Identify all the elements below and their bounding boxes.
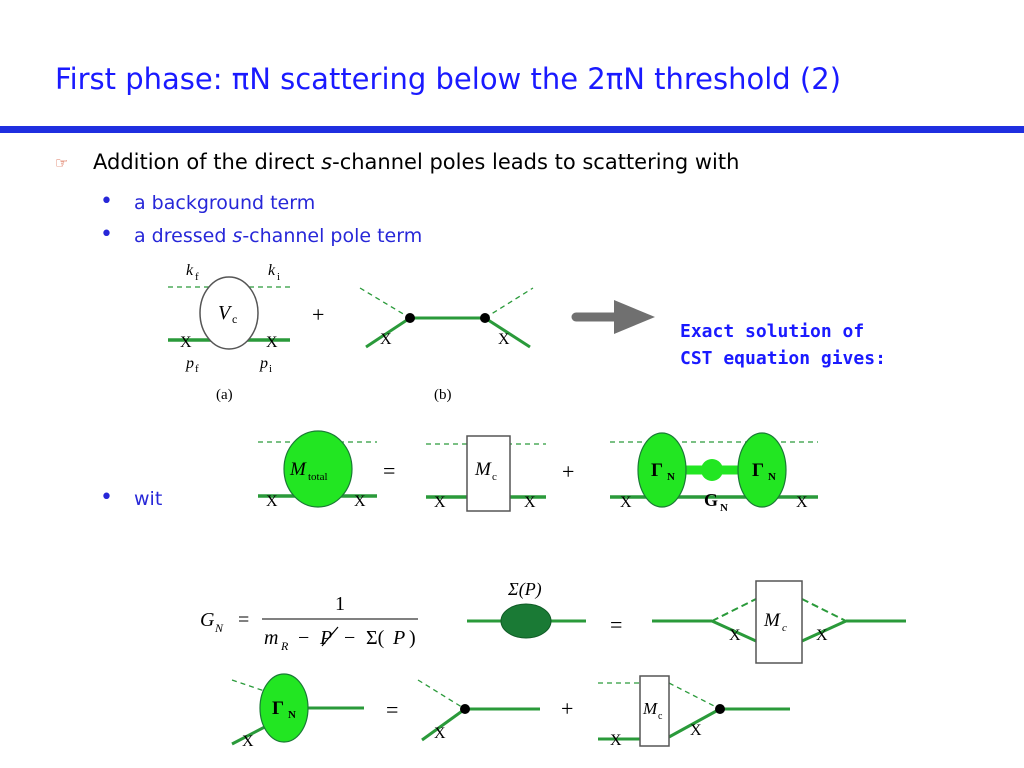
svg-text:c: c (782, 622, 787, 634)
svg-text:+: + (561, 696, 573, 721)
svg-text:−: − (344, 627, 355, 649)
bullet-dot: • (100, 485, 113, 510)
bullet-dot: • (100, 222, 113, 247)
svg-text:(a): (a) (216, 387, 233, 403)
svg-text:X: X (796, 494, 808, 511)
svg-text:Σ(: Σ( (366, 627, 385, 649)
slide-title: First phase: πN scattering below the 2πN… (55, 62, 842, 96)
gamma-vertex-diagram: Γ N X (231, 673, 364, 750)
svg-text:f: f (195, 271, 199, 283)
svg-text:R: R (280, 639, 289, 653)
svg-text:M: M (642, 699, 658, 718)
svg-text:Γ: Γ (651, 460, 663, 481)
svg-text:i: i (277, 271, 280, 283)
svg-text:X: X (180, 334, 192, 351)
svg-text:X: X (816, 627, 828, 644)
diagram-b: X X (b) (359, 287, 534, 403)
svg-text:m: m (264, 627, 278, 649)
svg-text:(b): (b) (434, 387, 452, 403)
svg-text:=: = (386, 697, 398, 722)
svg-text:X: X (380, 331, 392, 348)
bare-vertex-diagram: X (417, 679, 540, 742)
main-bullet-text: Addition of the direct s-channel poles l… (93, 150, 740, 174)
svg-text:1: 1 (335, 593, 345, 615)
svg-text:G: G (200, 609, 215, 631)
svg-text:Γ: Γ (272, 698, 284, 719)
diagram-a: V c k f k i X X p f p i (a) (168, 262, 290, 403)
vc-blob (199, 276, 259, 350)
svg-text:f: f (195, 363, 199, 375)
self-energy-mc-diagram: M c X X (652, 580, 906, 664)
svg-text:+: + (562, 459, 574, 484)
svg-text:N: N (288, 709, 296, 721)
svg-text:X: X (242, 733, 254, 750)
svg-text:X: X (434, 725, 446, 742)
plus-sign: + (312, 302, 324, 327)
svg-text:c: c (492, 471, 497, 483)
svg-text:p: p (185, 355, 194, 372)
svg-text:P: P (319, 627, 332, 649)
svg-text:p: p (259, 355, 268, 372)
svg-text:X: X (434, 494, 446, 511)
gamma-g-gamma-diagram: Γ N Γ N G N X X (610, 432, 818, 514)
svg-text:M: M (763, 610, 781, 631)
title-divider (0, 126, 1024, 133)
svg-text:N: N (768, 471, 776, 483)
svg-text:k: k (186, 262, 194, 279)
svg-text:P: P (392, 627, 405, 649)
svg-text:X: X (524, 494, 536, 511)
svg-text:X: X (620, 494, 632, 511)
svg-text:c: c (232, 312, 237, 326)
svg-text:X: X (729, 627, 741, 644)
svg-text:i: i (269, 363, 272, 375)
svg-text:X: X (266, 334, 278, 351)
svg-text:=: = (238, 609, 249, 631)
svg-text:Γ: Γ (752, 460, 764, 481)
svg-text:N: N (667, 471, 675, 483)
svg-text:): ) (409, 627, 416, 649)
bullet-dot: • (100, 189, 113, 214)
gn-formula: G N = 1 m R − P − Σ( P ) (200, 593, 418, 653)
svg-text:G: G (704, 490, 718, 510)
hand-pointer-icon: ☞ (55, 154, 69, 172)
svg-text:X: X (354, 493, 366, 510)
svg-text:N: N (720, 502, 728, 514)
mtotal-diagram: M total X X (258, 430, 377, 510)
svg-text:Σ(P): Σ(P) (507, 579, 542, 600)
svg-text:total: total (308, 471, 328, 483)
svg-text:V: V (218, 302, 233, 324)
svg-text:X: X (266, 493, 278, 510)
svg-text:X: X (610, 732, 622, 749)
svg-text:X: X (498, 331, 510, 348)
mc-vertex-diagram: M c X X (598, 675, 790, 749)
self-energy-diagram: Σ(P) (467, 579, 586, 639)
svg-text:k: k (268, 262, 276, 279)
right-arrow-icon (571, 300, 655, 334)
svg-text:−: − (298, 627, 309, 649)
svg-text:X: X (690, 722, 702, 739)
exact-solution-note: Exact solution of CST equation gives: (680, 321, 886, 369)
svg-text:c: c (658, 711, 663, 722)
mc-diagram-row2: M c X X (426, 435, 546, 512)
svg-text:M: M (474, 459, 492, 480)
svg-text:N: N (214, 621, 224, 635)
svg-text:M: M (289, 459, 307, 480)
svg-text:=: = (610, 612, 622, 637)
svg-text:=: = (383, 458, 395, 483)
